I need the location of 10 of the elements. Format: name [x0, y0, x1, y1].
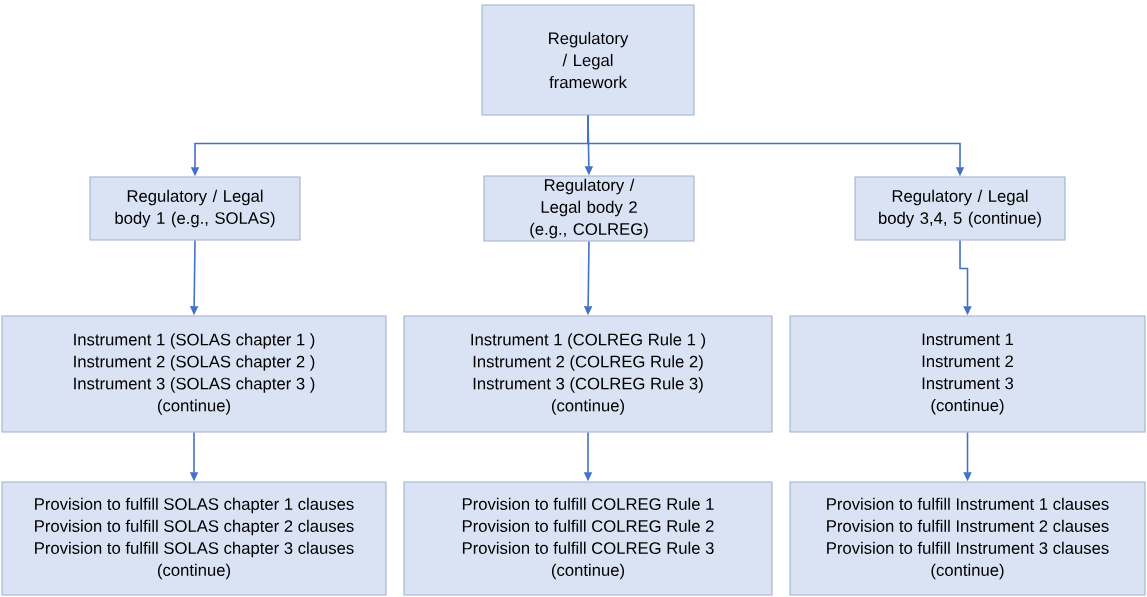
process-box: Provision to fulfill COLREG Rule 1 Provision to fulfill COLREG Rule 2 Provision to fulfill COLREG Rule 3 (continue): [403, 481, 773, 596]
process-box: Provision to fulfill SOLAS chapter 1 clauses Provision to fulfill SOLAS chapter 2 clauses Provision to fulfill SOLAS chapter 3 clauses (continue): [1, 481, 387, 596]
process-box: Instrument 1 (SOLAS chapter 1 ) Instrument 2 (SOLAS chapter 2 ) Instrument 3 (SOLAS chapter 3 ) (continue): [1, 315, 387, 433]
process-box: Regulatory / Legal framework: [481, 4, 695, 116]
process-box: Regulatory / Legal body 2 (e.g., COLREG): [483, 175, 695, 242]
process-box: Regulatory / Legal body 1 (e.g., SOLAS): [89, 176, 301, 241]
process-box: Instrument 1 (COLREG Rule 1 ) Instrument 2 (COLREG Rule 2) Instrument 3 (COLREG Rule 3) (continue): [403, 315, 773, 433]
process-box: Regulatory / Legal body 3,4, 5 (continue): [854, 176, 1066, 241]
process-box: Provision to fulfill Instrument 1 clauses Provision to fulfill Instrument 2 clauses Provision to fulfill Instrument 3 clauses (continue): [789, 481, 1146, 596]
process-box: Instrument 1 Instrument 2 Instrument 3 (continue): [789, 315, 1146, 433]
